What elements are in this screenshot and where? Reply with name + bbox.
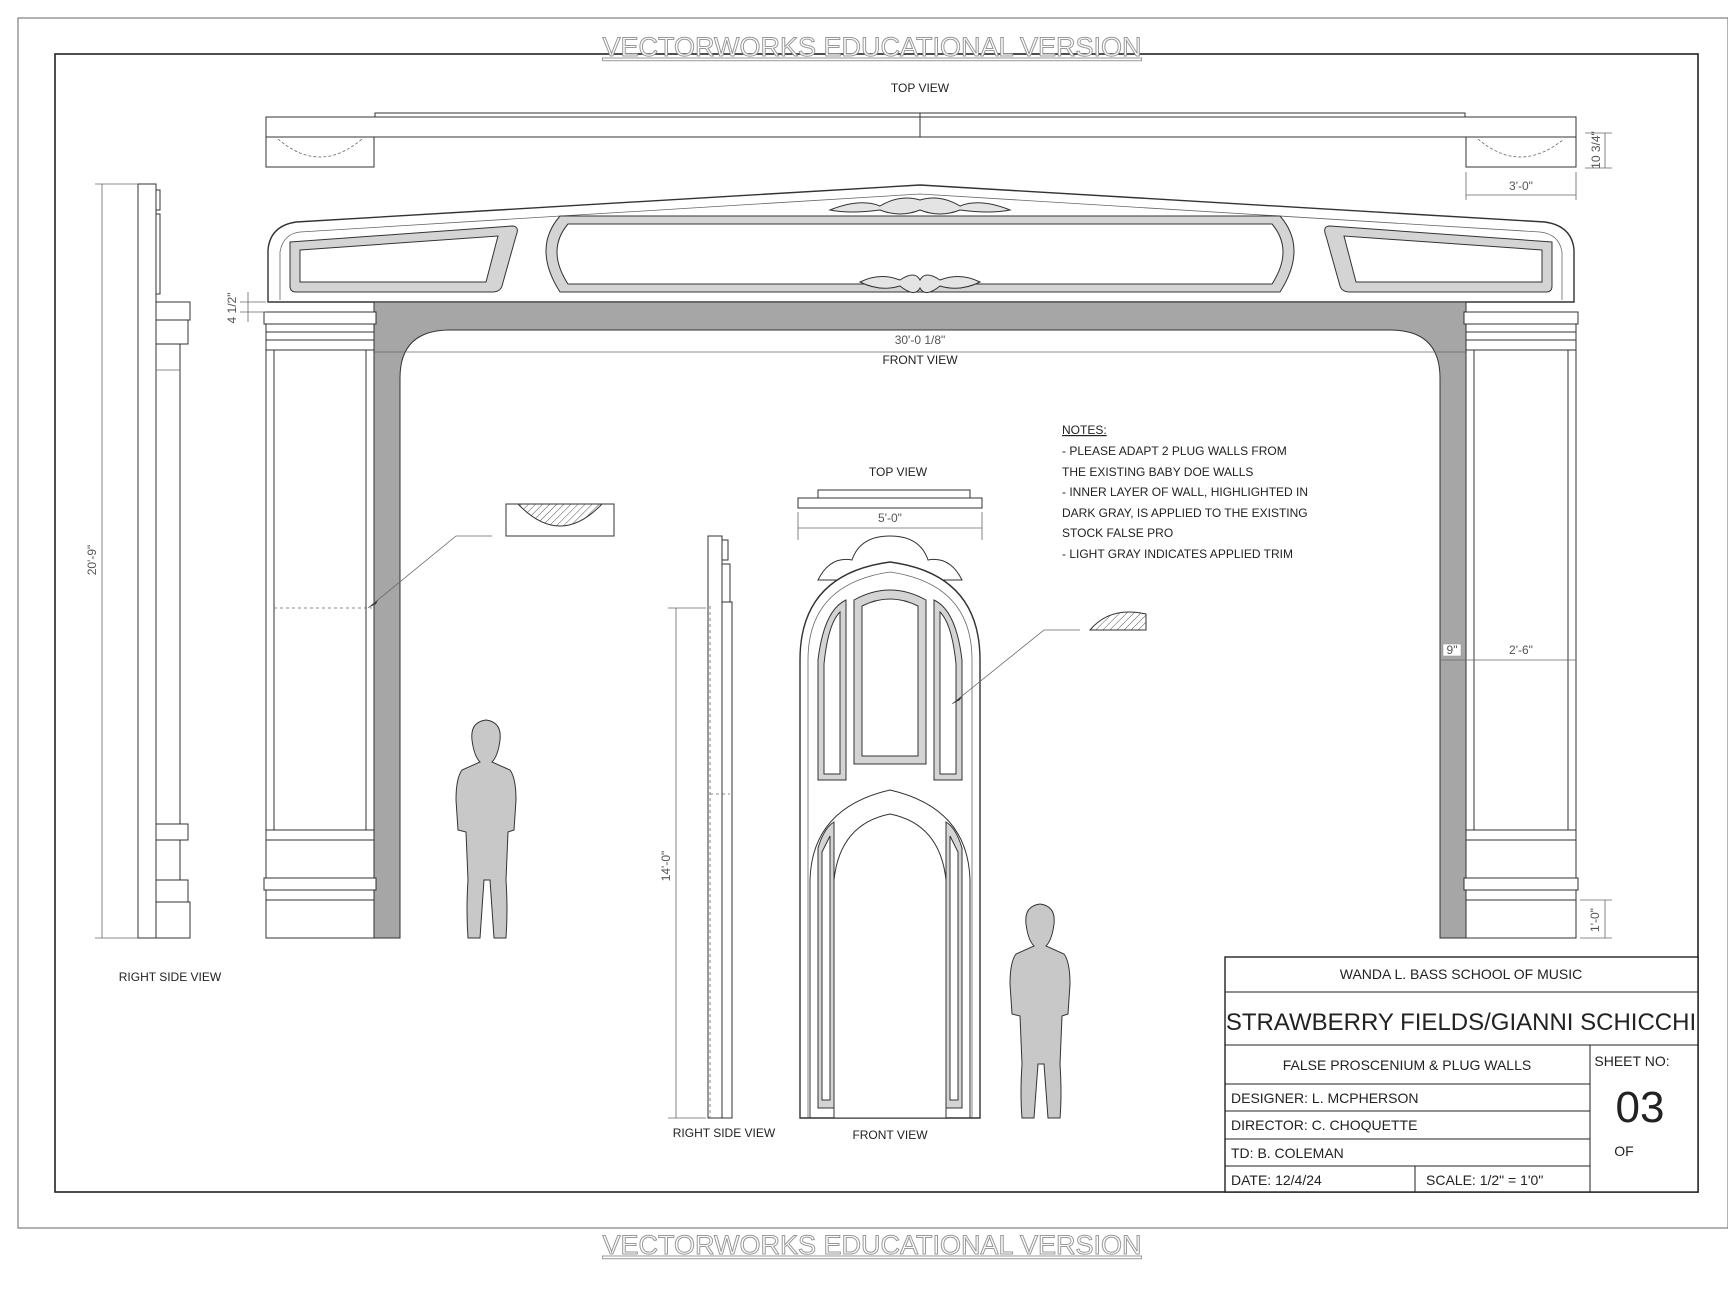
td-field: TD: B. COLEMAN bbox=[1231, 1145, 1344, 1161]
plug-right-side-view-label: RIGHT SIDE VIEW bbox=[673, 1126, 776, 1140]
notes-line: - PLEASE ADAPT 2 PLUG WALLS FROM bbox=[1062, 444, 1287, 458]
plug-height-dim: 14'-0" bbox=[659, 851, 673, 882]
watermark-bottom: VECTORWORKS EDUCATIONAL VERSION bbox=[602, 1230, 1141, 1260]
plug-top-view-label: TOP VIEW bbox=[869, 465, 928, 479]
sheet-no-label: SHEET NO: bbox=[1594, 1053, 1669, 1069]
sheet-number: 03 bbox=[1616, 1083, 1665, 1132]
column-width-dim: 2'-6" bbox=[1509, 643, 1533, 657]
proscenium-front-view: 4 1/2" 30'-0 1/8" FRONT VIEW 9" 2'-6" 1'… bbox=[225, 184, 1612, 939]
inner-border bbox=[54, 53, 1699, 1193]
proscenium-top-view: TOP VIEW 10 3/4" 3'-0" bbox=[265, 81, 1612, 200]
top-depth-dim: 10 3/4" bbox=[1589, 131, 1603, 169]
production-title: STRAWBERRY FIELDS/GIANNI SCHICCHI bbox=[1226, 1009, 1696, 1036]
human-scale-figure bbox=[455, 719, 517, 939]
plug-width-dim: 5'-0" bbox=[878, 511, 902, 525]
top-view-label: TOP VIEW bbox=[891, 81, 950, 95]
proscenium-side-view: 20'-9" RIGHT SIDE VIEW bbox=[85, 183, 222, 984]
notes-block: NOTES: - PLEASE ADAPT 2 PLUG WALLS FROM … bbox=[1062, 423, 1308, 561]
plug-wall-front-view: FRONT VIEW bbox=[799, 535, 1147, 1142]
plug-wall-side-view: 14'-0" RIGHT SIDE VIEW bbox=[659, 535, 776, 1140]
human-scale-figure bbox=[1009, 903, 1071, 1119]
plug-wall-top-view: TOP VIEW 5'-0" bbox=[797, 465, 983, 540]
front-view-label: FRONT VIEW bbox=[882, 353, 958, 367]
notes-line: STOCK FALSE PRO bbox=[1062, 526, 1173, 540]
outer-border bbox=[17, 17, 1728, 1229]
director-field: DIRECTOR: C. CHOQUETTE bbox=[1231, 1117, 1417, 1133]
right-side-view-label: RIGHT SIDE VIEW bbox=[119, 970, 222, 984]
notes-line: - INNER LAYER OF WALL, HIGHLIGHTED IN bbox=[1062, 485, 1308, 499]
opening-width-dim: 30'-0 1/8" bbox=[895, 333, 946, 347]
plug-front-view-label: FRONT VIEW bbox=[852, 1128, 928, 1142]
top-width-dim: 3'-0" bbox=[1509, 179, 1533, 193]
title-block: WANDA L. BASS SCHOOL OF MUSIC STRAWBERRY… bbox=[1224, 956, 1699, 1193]
of-label: OF bbox=[1614, 1143, 1633, 1159]
overall-height-dim: 20'-9" bbox=[85, 545, 99, 576]
watermark-top: VECTORWORKS EDUCATIONAL VERSION bbox=[602, 32, 1141, 62]
school-name: WANDA L. BASS SCHOOL OF MUSIC bbox=[1340, 966, 1582, 982]
date-field: DATE: 12/4/24 bbox=[1231, 1172, 1322, 1188]
drawing-title: FALSE PROSCENIUM & PLUG WALLS bbox=[1283, 1057, 1531, 1073]
base-height-dim: 1'-0" bbox=[1588, 908, 1602, 932]
notes-line: DARK GRAY, IS APPLIED TO THE EXISTING bbox=[1062, 506, 1308, 520]
notes-heading: NOTES: bbox=[1062, 423, 1107, 437]
notes-line: - LIGHT GRAY INDICATES APPLIED TRIM bbox=[1062, 547, 1293, 561]
inner-layer-dim: 9" bbox=[1447, 643, 1458, 657]
notes-line: THE EXISTING BABY DOE WALLS bbox=[1062, 465, 1253, 479]
designer-field: DESIGNER: L. MCPHERSON bbox=[1231, 1090, 1418, 1106]
scale-field: SCALE: 1/2" = 1'0" bbox=[1426, 1172, 1543, 1188]
header-height-dim: 4 1/2" bbox=[225, 293, 239, 324]
